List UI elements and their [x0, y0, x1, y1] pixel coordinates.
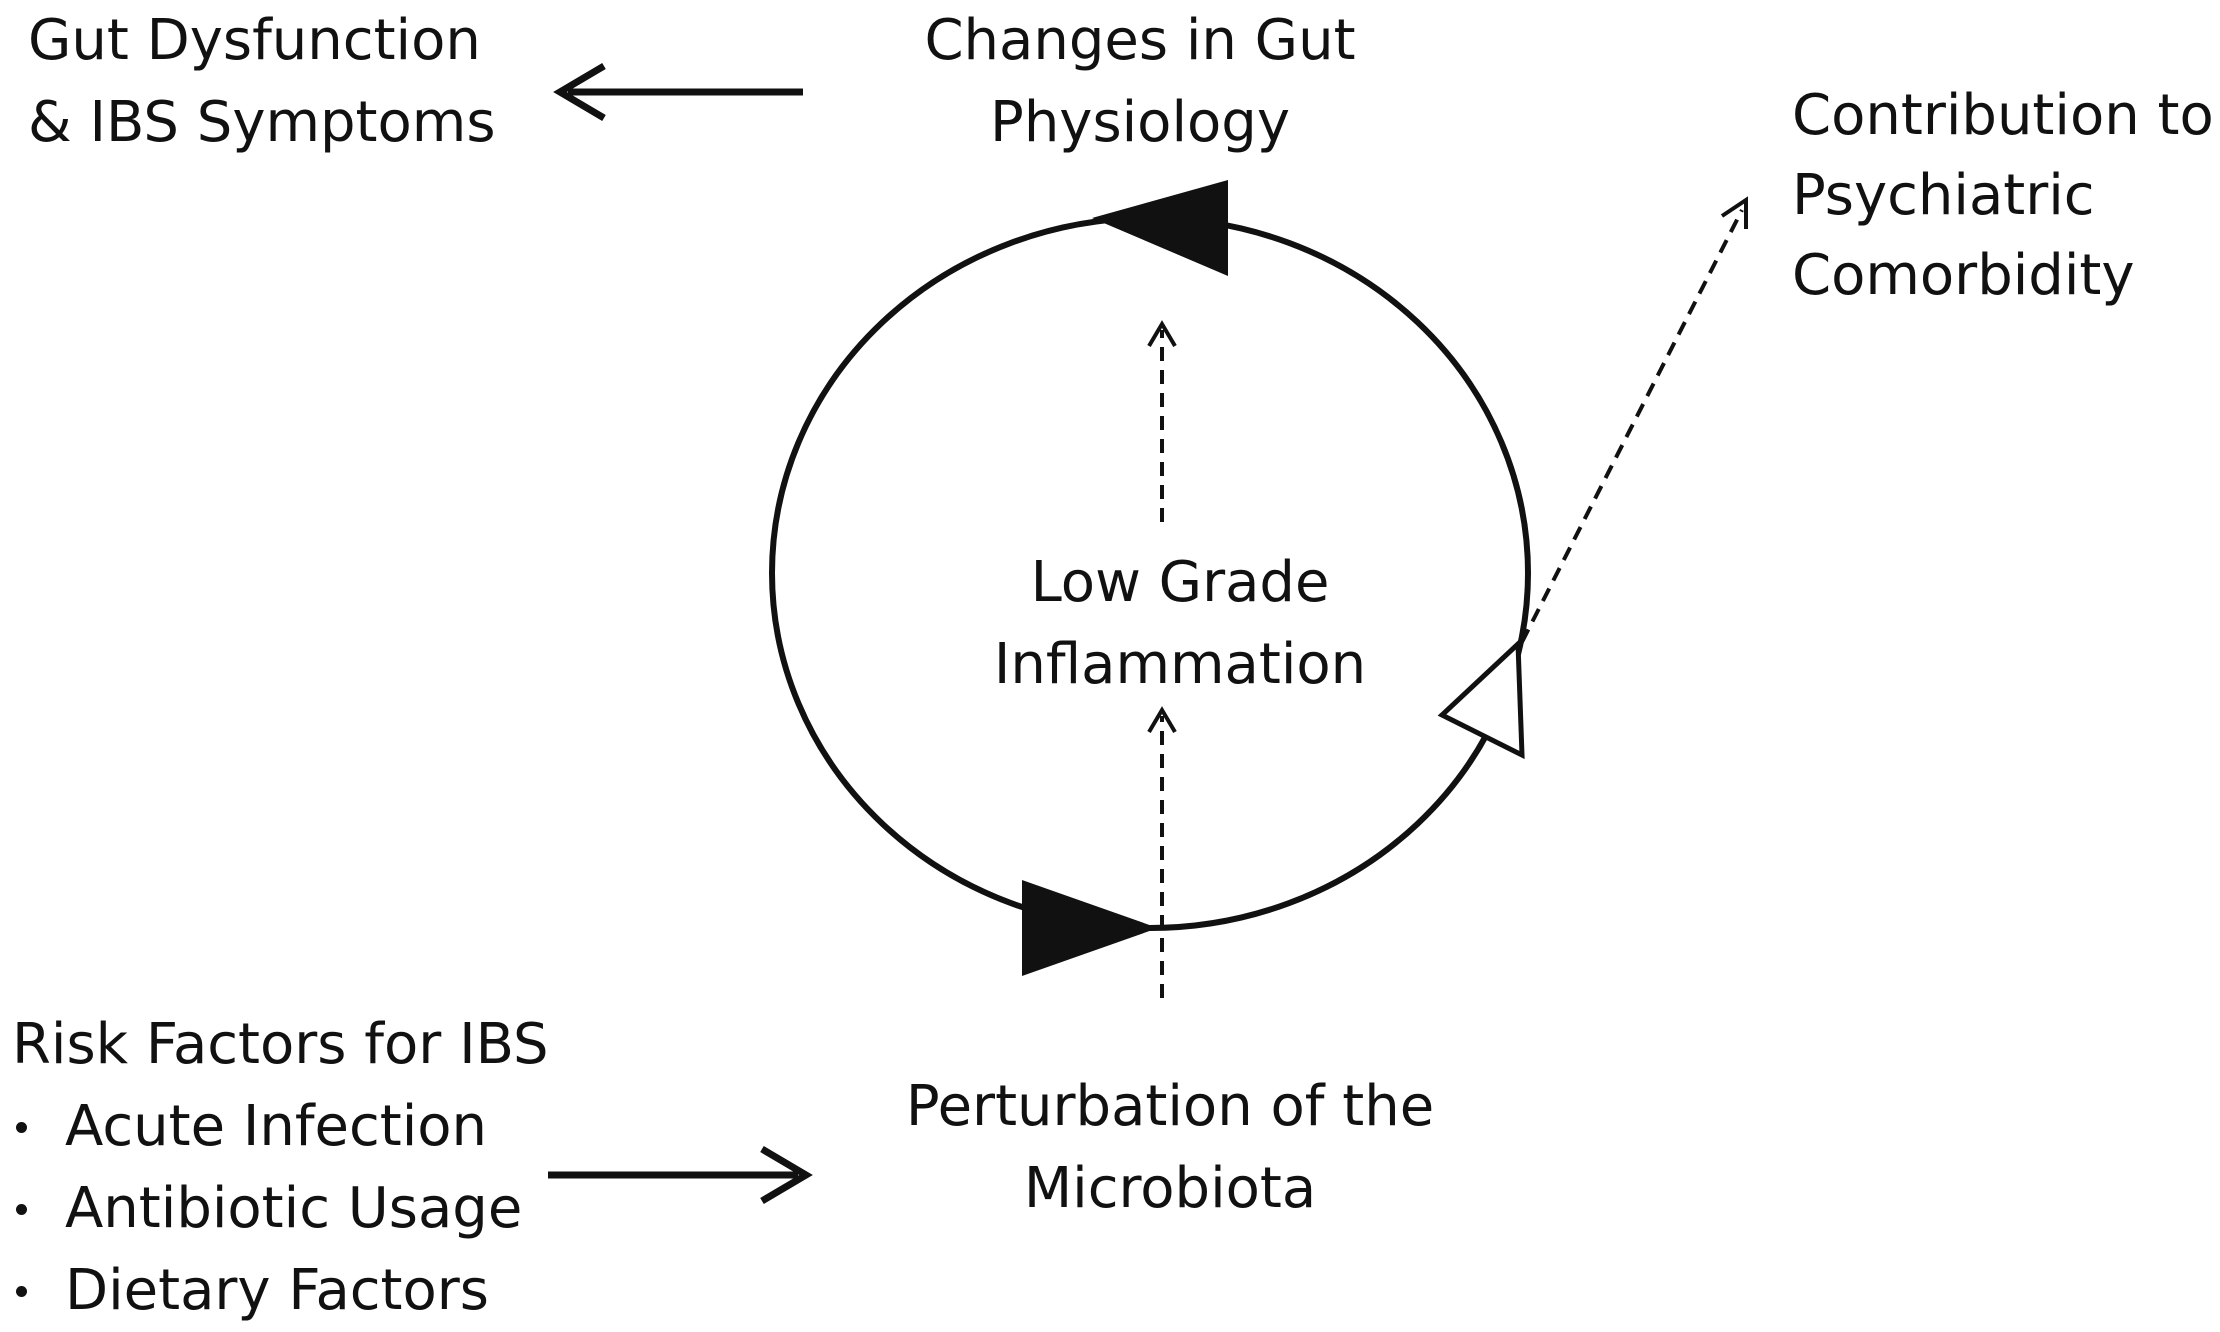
- gut-dysfunction-line-1: Gut Dysfunction: [28, 8, 481, 73]
- psychiatric-line-3: Comorbidity: [1792, 243, 2135, 308]
- dashed-arrow-to-physiology-head: [1147, 320, 1177, 348]
- dashed-arrow-to-psychiatric: [1520, 209, 1744, 643]
- cycle-arrowhead-top: [1092, 180, 1228, 276]
- inflammation-line-2: Inflammation: [993, 632, 1367, 697]
- dashed-arrow-to-psychiatric-head: [1720, 196, 1748, 229]
- gut-dysfunction-line-2: & IBS Symptoms: [28, 90, 496, 155]
- risk-factors-list: Acute Infection Antibiotic Usage Dietary…: [12, 1086, 549, 1332]
- cycle-arrowhead-right-hollow: [1437, 638, 1525, 760]
- gut-physiology-label: Changes in Gut Physiology: [880, 0, 1400, 164]
- psychiatric-line-1: Contribution to: [1792, 83, 2214, 148]
- risk-factors-block: Risk Factors for IBS Acute Infection Ant…: [12, 1004, 549, 1332]
- perturbation-line-1: Perturbation of the: [905, 1074, 1435, 1139]
- gut-physiology-line-2: Physiology: [990, 90, 1290, 155]
- perturbation-label: Perturbation of the Microbiota: [860, 1066, 1480, 1230]
- gut-physiology-line-1: Changes in Gut: [924, 8, 1356, 73]
- psychiatric-comorbidity-label: Contribution to Psychiatric Comorbidity: [1792, 76, 2214, 316]
- inflammation-line-1: Low Grade: [1030, 550, 1330, 615]
- perturbation-line-2: Microbiota: [1023, 1156, 1317, 1221]
- risk-factor-item: Dietary Factors: [12, 1250, 549, 1332]
- risk-factor-item: Acute Infection: [12, 1086, 549, 1168]
- dashed-arrow-to-inflammation-head: [1147, 706, 1177, 734]
- arrow-risk-to-perturbation-head: [760, 1145, 813, 1205]
- risk-factors-title: Risk Factors for IBS: [12, 1012, 549, 1077]
- inflammation-label: Low Grade Inflammation: [940, 542, 1420, 706]
- psychiatric-line-2: Psychiatric: [1792, 163, 2095, 228]
- gut-dysfunction-label: Gut Dysfunction & IBS Symptoms: [28, 0, 496, 164]
- arrow-to-gut-dysfunction-head: [553, 62, 606, 122]
- cycle-arrowhead-bottom: [1022, 880, 1158, 976]
- risk-factor-item: Antibiotic Usage: [12, 1168, 549, 1250]
